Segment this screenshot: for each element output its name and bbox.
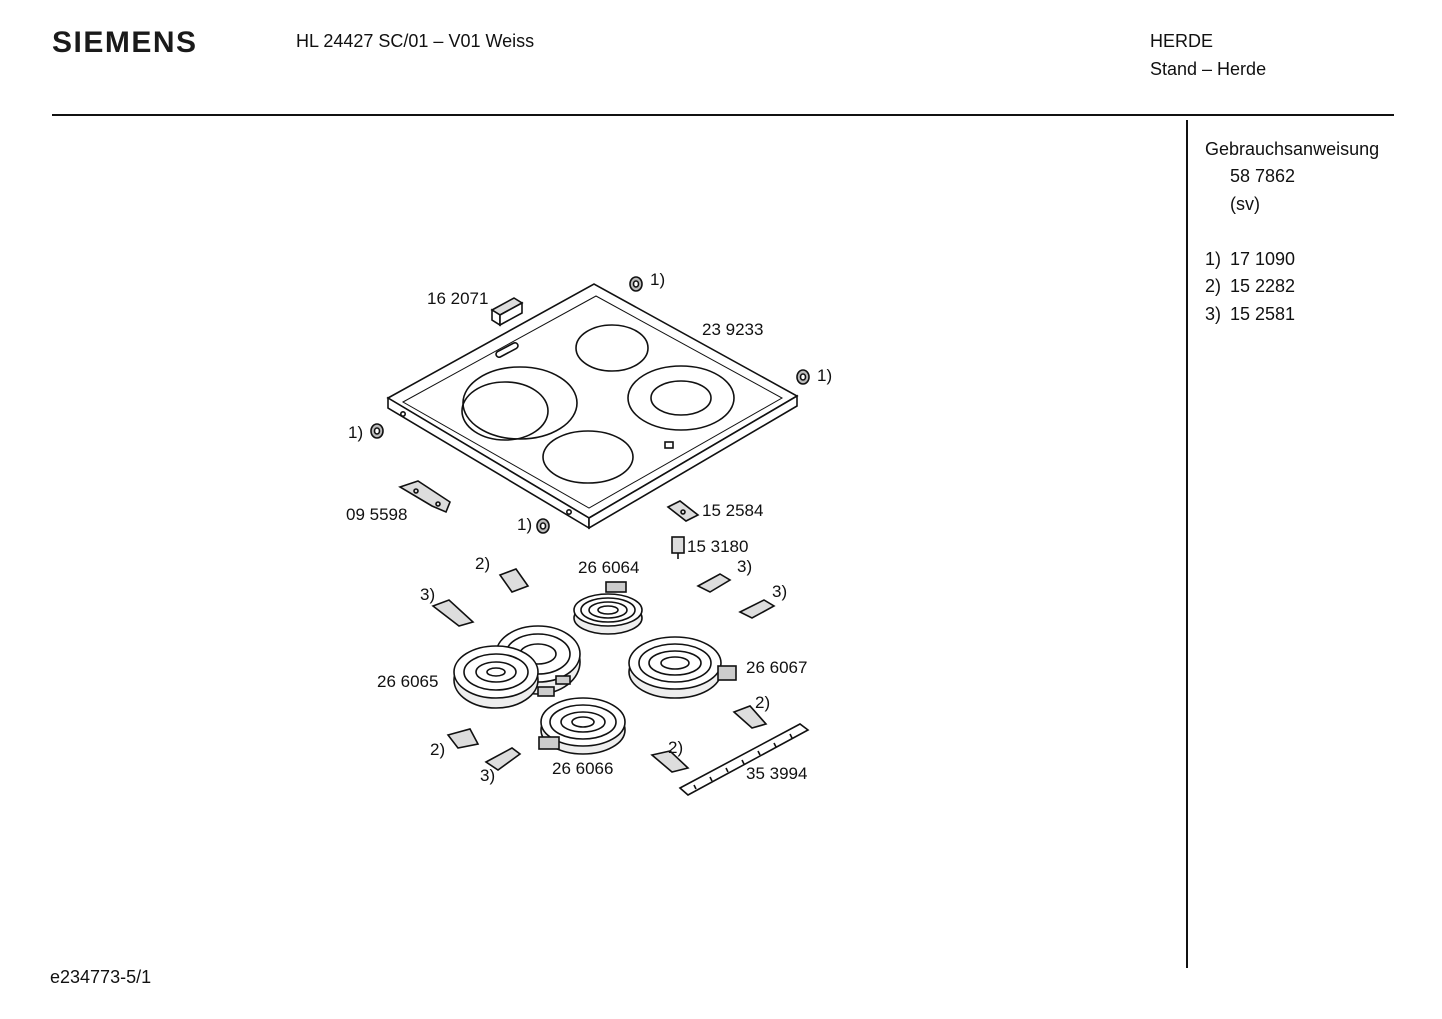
spring-clip-icon bbox=[431, 568, 776, 773]
clip-icon bbox=[666, 500, 700, 522]
part-label: 26 6066 bbox=[552, 759, 614, 778]
manual-language: (sv) bbox=[1230, 194, 1260, 214]
part-label: 16 2071 bbox=[427, 289, 489, 308]
part-label: 15 2584 bbox=[702, 501, 764, 520]
part-switch-icon bbox=[490, 297, 524, 327]
part-label: 35 3994 bbox=[746, 764, 808, 783]
ref-label: 2) bbox=[755, 693, 771, 712]
ref-label: 1) bbox=[348, 423, 364, 442]
hob-glass-top bbox=[386, 283, 799, 530]
note-value: 15 2282 bbox=[1230, 276, 1296, 296]
manual-label: Gebrauchsanweisung bbox=[1205, 139, 1380, 159]
rubber-buffer-icon bbox=[370, 276, 810, 534]
mounting-bracket-icon bbox=[398, 480, 451, 514]
ref-label: 2) bbox=[475, 554, 491, 573]
part-label: 26 6067 bbox=[746, 658, 808, 677]
sidebar-divider bbox=[1186, 120, 1188, 968]
part-label: 26 6065 bbox=[377, 672, 439, 691]
note-key: 1) bbox=[1205, 249, 1222, 269]
heating-element-small-icon bbox=[573, 581, 643, 635]
note-value: 15 2581 bbox=[1230, 304, 1296, 324]
header-divider bbox=[52, 114, 1394, 116]
ref-label: 1) bbox=[517, 515, 533, 534]
heating-element-medium-icon bbox=[538, 697, 626, 755]
ref-label: 3) bbox=[772, 582, 788, 601]
heating-element-large-icon bbox=[628, 636, 737, 699]
note-key: 3) bbox=[1205, 304, 1222, 324]
note-key: 2) bbox=[1205, 276, 1222, 296]
ref-label: 2) bbox=[668, 738, 684, 757]
temperature-limiter-icon bbox=[671, 536, 685, 559]
subcategory-label: Stand – Herde bbox=[1150, 59, 1267, 79]
model-title: HL 24427 SC/01 – V01 Weiss bbox=[296, 31, 535, 51]
part-label: 23 9233 bbox=[702, 320, 764, 339]
ref-label: 3) bbox=[737, 557, 753, 576]
brand-logo: SIEMENS bbox=[52, 26, 198, 59]
ref-label: 2) bbox=[430, 740, 446, 759]
part-label: 26 6064 bbox=[578, 558, 640, 577]
manual-number: 58 7862 bbox=[1230, 166, 1296, 186]
part-label: 15 3180 bbox=[687, 537, 749, 556]
ref-label: 3) bbox=[420, 585, 436, 604]
heating-element-dual-icon bbox=[453, 625, 581, 709]
note-value: 17 1090 bbox=[1230, 249, 1296, 269]
ref-label: 1) bbox=[650, 270, 666, 289]
document-id: e234773-5/1 bbox=[50, 967, 152, 987]
part-label: 09 5598 bbox=[346, 505, 408, 524]
ref-label: 3) bbox=[480, 766, 496, 785]
ref-label: 1) bbox=[817, 366, 833, 385]
category-label: HERDE bbox=[1150, 31, 1214, 51]
mounting-rail-icon bbox=[678, 723, 810, 796]
